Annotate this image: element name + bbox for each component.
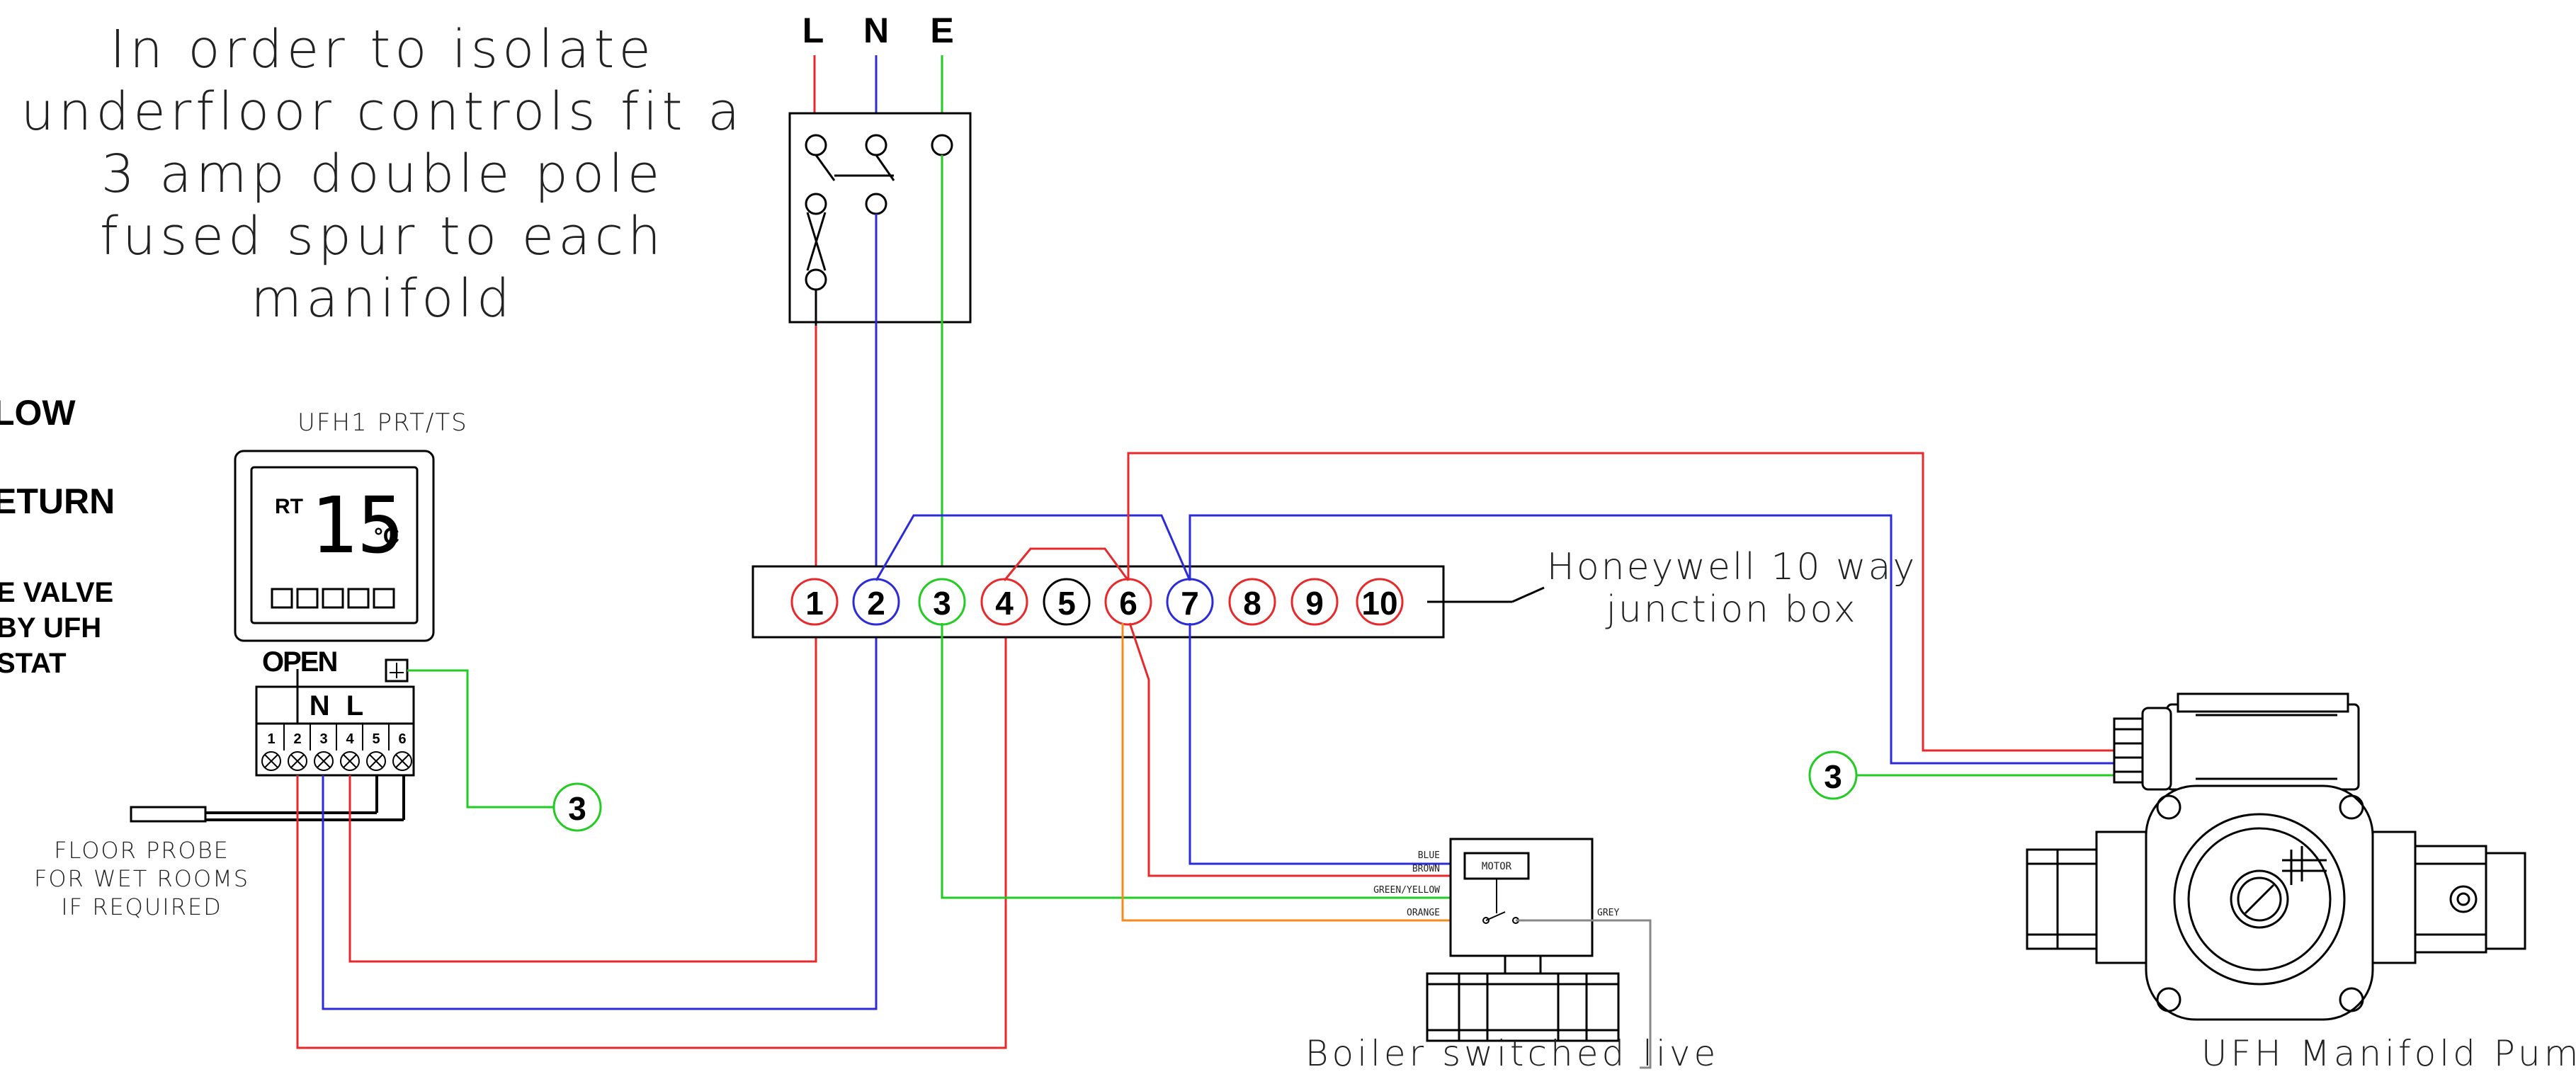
valve-wire-orange-label: ORANGE — [1407, 908, 1440, 918]
floor-probe: FLOOR PROBE FOR WET ROOMS IF REQUIRED — [34, 775, 405, 920]
supply-live-label: L — [802, 11, 824, 50]
note-line-1: In order to isolate — [110, 19, 655, 80]
junction-terminal-4: 4 — [980, 578, 1028, 626]
junction-terminal-number: 3 — [933, 585, 951, 622]
pump-caption: UFH Manifold Pump — [2201, 1033, 2576, 1074]
terminal-block — [255, 685, 415, 777]
thermostat-screen — [250, 466, 419, 624]
fused-spur — [788, 112, 972, 324]
junction-terminal-number: 7 — [1181, 585, 1199, 622]
note-line-2: underfloor controls fit a — [21, 81, 744, 142]
junction-box-terminals: 1 2 3 4 5 6 7 8 9 10 — [790, 578, 1404, 626]
thermostat-terminal-number: 2 — [293, 731, 301, 747]
note-line-3: 3 amp double pole — [101, 144, 664, 205]
floor-probe-line-2: FOR WET ROOMS — [34, 865, 249, 892]
isolation-note: In order to isolate underfloor controls … — [21, 19, 744, 329]
valve-caption: Boiler switched live — [1305, 1033, 1719, 1074]
thermostat-terminal-number: 3 — [319, 731, 327, 747]
junction-terminal-number: 4 — [995, 585, 1014, 622]
thermostat-terminals: 1 2 3 4 5 6 — [261, 724, 412, 771]
thermostat-terminal-3: 3 — [314, 724, 337, 771]
flow-label: LOW — [0, 393, 76, 433]
junction-terminal-9: 9 — [1290, 578, 1339, 626]
note-line-4: fused spur to each — [100, 206, 665, 267]
junction-terminal-8: 8 — [1228, 578, 1276, 626]
valve-label-3: STAT — [0, 648, 67, 679]
junction-box-label-2: junction box — [1605, 588, 1857, 631]
earth-marker-pump: 3 — [1808, 750, 1858, 800]
valve-wire-grey-label: GREY — [1597, 908, 1619, 918]
thermostat-buttons — [271, 588, 395, 609]
valve-label-2: BY UFH — [0, 612, 101, 644]
junction-terminal-number: 6 — [1119, 585, 1137, 622]
thermostat-terminal-number: 1 — [267, 731, 275, 747]
floor-probe-line-3: IF REQUIRED — [61, 894, 222, 920]
return-label: ETURN — [0, 481, 115, 521]
junction-terminal-3: 3 — [918, 578, 966, 626]
spur-to-junction-wires — [815, 155, 943, 581]
junction-terminal-1: 1 — [790, 578, 839, 626]
thermostat-terminal-1: 1 — [261, 724, 285, 771]
earth-marker-pump-number: 3 — [1824, 758, 1842, 795]
thermostat-rt-label: RT — [275, 495, 303, 518]
junction-terminal-6: 6 — [1104, 578, 1152, 626]
junction-terminal-number: 8 — [1243, 585, 1261, 622]
valve-wire-brown-label: BROWN — [1412, 864, 1440, 874]
junction-outgoing-wires — [875, 452, 2167, 922]
note-line-5: manifold — [251, 268, 514, 329]
thermostat-feed-wires — [296, 602, 1007, 1049]
manifold-pump — [2026, 692, 2526, 1021]
junction-terminal-number: 5 — [1057, 585, 1076, 622]
valve-motor-label: MOTOR — [1482, 861, 1512, 872]
supply-earth-label: E — [930, 11, 953, 50]
thermostat-model-label: UFH1 PRT/TS — [297, 409, 468, 437]
thermostat-terminal-number: 6 — [398, 731, 406, 747]
junction-terminal-number: 1 — [805, 585, 824, 622]
junction-terminal-number: 9 — [1305, 585, 1324, 622]
nl-label: N L — [310, 690, 368, 721]
junction-terminal-number: 2 — [867, 585, 885, 622]
supply-wires — [813, 55, 943, 113]
floor-probe-line-1: FLOOR PROBE — [54, 837, 229, 864]
junction-terminal-10: 10 — [1356, 578, 1404, 626]
thermostat-terminal-number: 4 — [346, 731, 354, 747]
earth-marker-thermostat-number: 3 — [568, 790, 586, 827]
thermostat: UFH1 PRT/TS RT 15 °C — [234, 409, 468, 642]
thermostat-wiring-centre: OPEN N L 1 2 3 4 5 6 — [255, 646, 415, 777]
open-label: OPEN — [262, 646, 336, 678]
zone-valve: MOTOR BLUE BROWN GREEN/YELLOW ORANGE GRE… — [1305, 838, 1719, 1074]
valve-label-1: E VALVE — [0, 577, 113, 608]
junction-terminal-2: 2 — [852, 578, 900, 626]
thermostat-terminal-5: 5 — [366, 724, 390, 771]
junction-terminal-number: 10 — [1361, 585, 1397, 622]
thermostat-unit: °C — [374, 523, 399, 549]
thermostat-terminal-6: 6 — [392, 731, 412, 771]
thermostat-terminal-2: 2 — [288, 724, 311, 771]
junction-terminal-5: 5 — [1043, 578, 1091, 626]
thermostat-temperature: 15 — [310, 480, 404, 571]
earth-marker-thermostat: 3 — [552, 782, 602, 832]
junction-box-label-1: Honeywell 10 way — [1547, 546, 1917, 588]
valve-wire-blue-label: BLUE — [1418, 850, 1440, 861]
thermostat-terminal-4: 4 — [340, 724, 363, 771]
junction-box: 1 2 3 4 5 6 7 8 9 10 Honeywell 10 way junction bo… — [751, 546, 1917, 639]
supply-neutral-label: N — [863, 11, 889, 50]
valve-wire-green-yellow-label: GREEN/YELLOW — [1373, 885, 1440, 896]
junction-terminal-7: 7 — [1166, 578, 1214, 626]
thermostat-terminal-number: 5 — [372, 731, 380, 747]
